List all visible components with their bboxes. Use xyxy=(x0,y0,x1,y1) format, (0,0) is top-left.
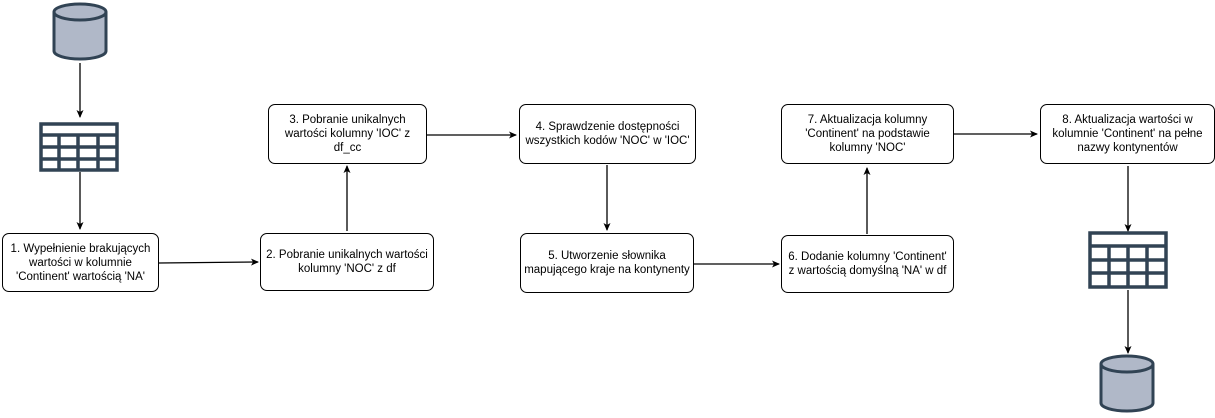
database-icon xyxy=(1099,354,1155,413)
step-8-box[interactable]: 8. Aktualizacja wartości w kolumnie 'Con… xyxy=(1040,104,1215,164)
step-3-label: 3. Pobranie unikalnych wartości kolumny … xyxy=(284,114,411,154)
step-7-box[interactable]: 7. Aktualizacja kolumny 'Continent' na p… xyxy=(781,104,954,164)
step-2-label: 2. Pobranie unikalnych wartości kolumny … xyxy=(266,249,428,275)
step-5-label: 5. Utworzenie słownika mapującego kraje … xyxy=(524,250,690,276)
step-8-label: 8. Aktualizacja wartości w kolumnie 'Con… xyxy=(1052,114,1203,154)
step-7-label: 7. Aktualizacja kolumny 'Continent' na p… xyxy=(805,114,930,154)
table-icon xyxy=(39,122,119,172)
step-6-label: 6. Dodanie kolumny 'Continent' z wartośc… xyxy=(788,251,947,277)
step-6-box[interactable]: 6. Dodanie kolumny 'Continent' z wartośc… xyxy=(781,235,954,293)
step-2-box[interactable]: 2. Pobranie unikalnych wartości kolumny … xyxy=(260,233,434,291)
database-icon xyxy=(52,2,108,61)
step-3-box[interactable]: 3. Pobranie unikalnych wartości kolumny … xyxy=(268,104,427,164)
step-4-label: 4. Sprawdzenie dostępności wszystkich ko… xyxy=(525,121,690,147)
step-1-box[interactable]: 1. Wypełnienie brakujących wartości w ko… xyxy=(2,233,159,292)
table-icon xyxy=(1088,231,1168,289)
step-5-box[interactable]: 5. Utworzenie słownika mapującego kraje … xyxy=(520,233,694,293)
step-4-box[interactable]: 4. Sprawdzenie dostępności wszystkich ko… xyxy=(519,104,696,164)
step-1-label: 1. Wypełnienie brakujących wartości w ko… xyxy=(10,242,151,283)
edge-step1-to-step2 xyxy=(158,258,259,266)
